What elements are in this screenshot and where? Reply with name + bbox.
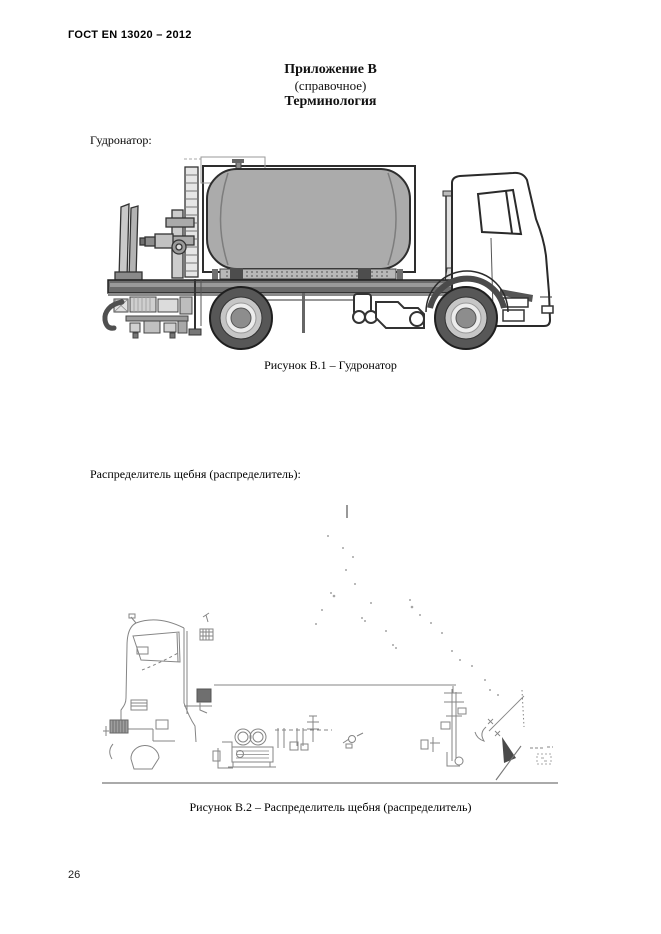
term-label-chip-spreader: Распределитель щебня (распределитель): [90, 467, 301, 481]
document-header: ГОСТ EN 13020 – 2012 [68, 29, 192, 41]
sprayer-front-wheel [434, 286, 498, 350]
sprayer-rear-equipment [114, 166, 199, 281]
spreader-phantom-marks [315, 505, 499, 696]
appendix-title-block: Приложение В (справочное) Терминология [0, 62, 661, 110]
spreader-chute [474, 689, 553, 781]
sprayer-spray-bar-assembly [102, 296, 193, 339]
figure-bitumen-sprayer-drawing [102, 156, 554, 350]
figure-caption-1: Рисунок В.1 – Гудронатор [264, 358, 397, 372]
spreader-cab [103, 612, 214, 770]
sprayer-rear-wheel [209, 286, 273, 350]
sprayer-underbody-parts [352, 293, 425, 329]
spreader-chassis-machinery [212, 684, 467, 769]
sprayer-tank [184, 156, 416, 280]
appendix-subtitle: (справочное) [294, 78, 367, 93]
appendix-heading: Терминология [284, 94, 377, 109]
appendix-title: Приложение В [284, 62, 377, 77]
figure-caption-2: Рисунок В.2 – Распределитель щебня (расп… [189, 800, 472, 814]
term-label-bitumen-sprayer: Гудронатор: [90, 133, 152, 147]
figure-chip-spreader-drawing [102, 505, 558, 784]
page-number: 26 [68, 869, 81, 881]
sprayer-cab [425, 171, 554, 327]
